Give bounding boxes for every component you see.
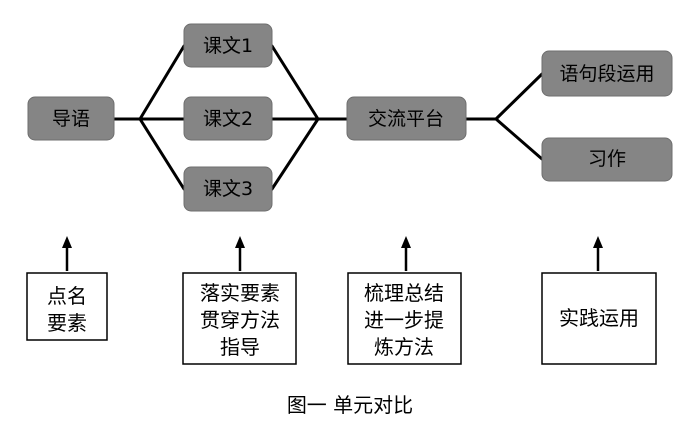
arrow-n3 xyxy=(401,236,411,271)
edge-text1-junction xyxy=(270,44,320,121)
arrow-n4 xyxy=(593,236,603,271)
note-n2-line2: 贯穿方法 xyxy=(200,308,280,332)
node-text3: 课文3 xyxy=(183,166,273,212)
node-text3-label: 课文3 xyxy=(203,178,253,200)
connectors xyxy=(112,44,544,191)
note-n1-line2: 要素 xyxy=(47,311,87,335)
note-n1-line1: 点名 xyxy=(47,284,87,308)
edge-junction-writing xyxy=(494,117,544,161)
note-n4-line1: 实践运用 xyxy=(559,306,639,330)
note-summarize-methods: 梳理总结 进一步提 炼方法 xyxy=(347,272,462,365)
edge-junction-usage xyxy=(494,72,544,121)
note-n3-line2: 进一步提 xyxy=(364,308,444,332)
figure-caption: 图一 单元对比 xyxy=(287,393,413,417)
note-n2-line3: 指导 xyxy=(220,335,260,359)
node-writing: 习作 xyxy=(541,137,673,182)
node-exchange: 交流平台 xyxy=(346,96,467,141)
note-n3-line3: 炼方法 xyxy=(374,335,434,359)
node-text2-label: 课文2 xyxy=(203,108,253,130)
note-n3-line1: 梳理总结 xyxy=(364,281,444,305)
note-implement-elements: 落实要素 贯穿方法 指导 xyxy=(182,272,297,365)
edge-junction-text1 xyxy=(138,44,186,121)
arrow-n1 xyxy=(62,236,72,271)
node-usage-label: 语句段运用 xyxy=(559,63,654,85)
node-text2: 课文2 xyxy=(183,96,273,141)
note-point-elements: 点名 要素 xyxy=(26,272,108,341)
edge-text3-junction xyxy=(270,117,320,191)
node-guide: 导语 xyxy=(27,96,115,141)
node-text1-label: 课文1 xyxy=(203,35,253,57)
arrow-n2 xyxy=(235,236,245,271)
note-n2-line1: 落实要素 xyxy=(200,281,280,305)
node-usage: 语句段运用 xyxy=(541,50,673,97)
node-writing-label: 习作 xyxy=(588,148,626,170)
node-exchange-label: 交流平台 xyxy=(368,108,444,130)
node-text1: 课文1 xyxy=(183,23,273,68)
node-guide-label: 导语 xyxy=(52,108,90,130)
note-practice: 实践运用 xyxy=(541,272,657,365)
edge-junction-text3 xyxy=(138,117,186,191)
